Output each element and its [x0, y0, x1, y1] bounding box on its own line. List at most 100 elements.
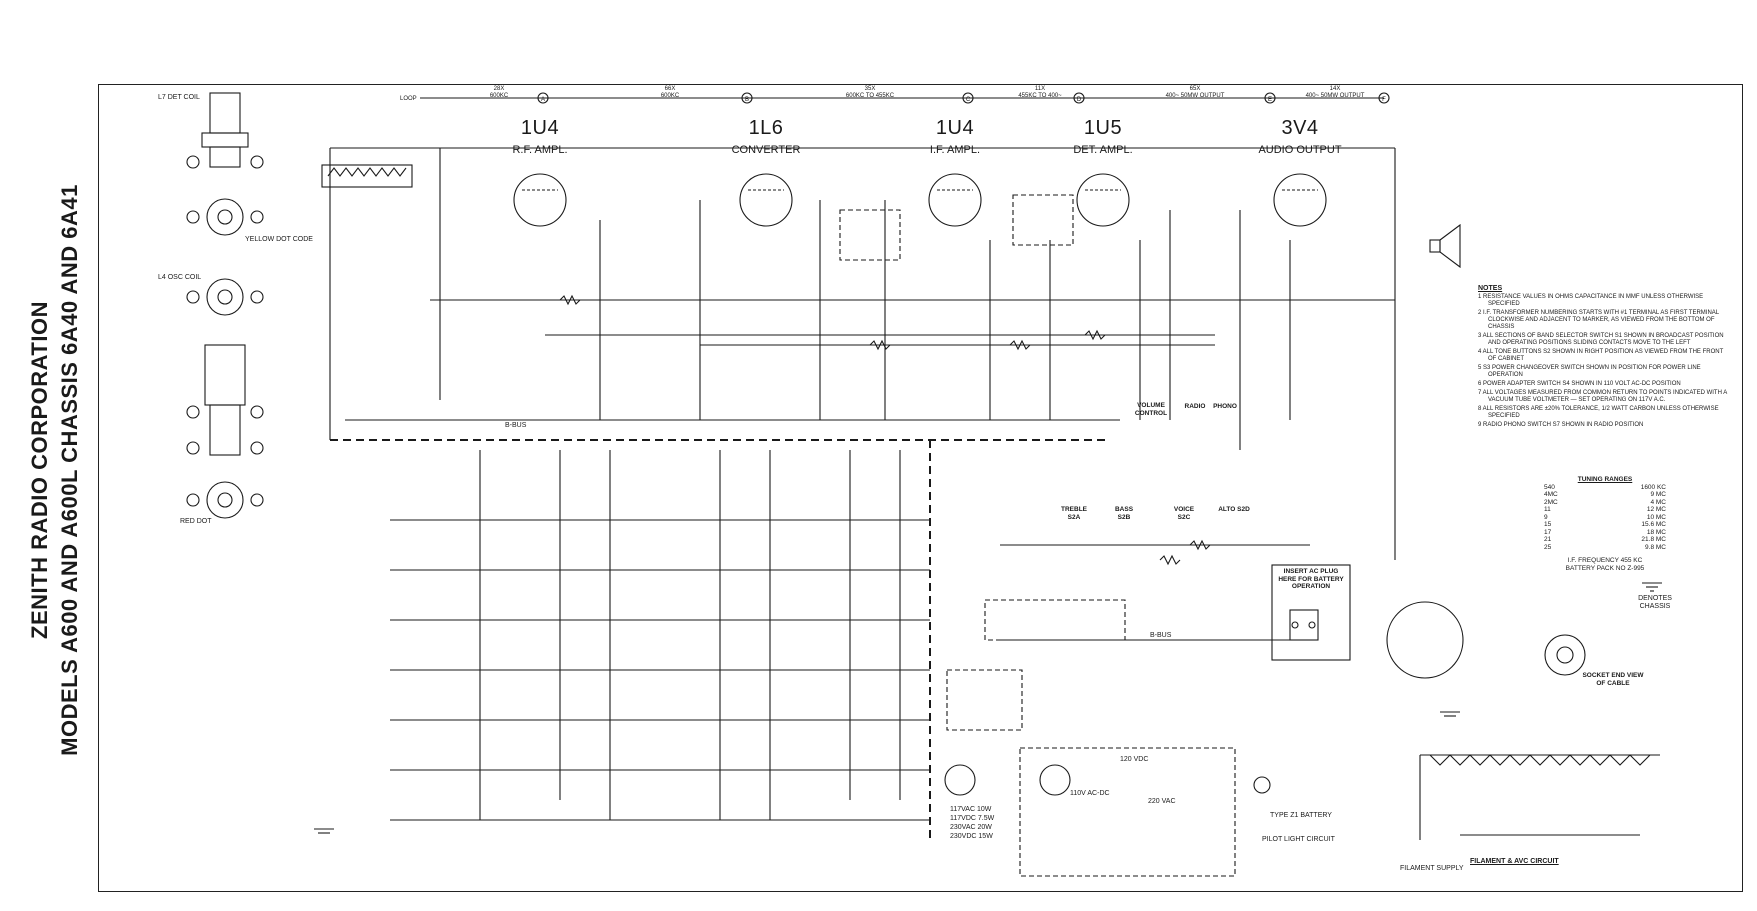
tuning-band: 540 [1544, 483, 1555, 491]
wiring [329, 147, 1396, 840]
b-bus-label-lower: B-BUS [1150, 632, 1172, 639]
tuning-freq: 1600 KC [1640, 483, 1666, 491]
note-item: 3 ALL SECTIONS OF BAND SELECTOR SWITCH S… [1478, 333, 1724, 346]
tuning-row: 21 21.8 MC [1530, 536, 1680, 544]
tube-type: 1U4 [935, 117, 975, 139]
tuning-band: 17 [1544, 528, 1552, 536]
battery-instruction: INSERT AC PLUG HERE FOR BATTERY OPERATIO… [1278, 568, 1344, 590]
tuning-freq: 9.8 MC [1645, 543, 1666, 551]
tube-function: I.F. AMPL. [929, 144, 981, 156]
gain-freq: 600KC [660, 93, 680, 99]
adapter-label-110: 110V AC-DC [1070, 790, 1110, 797]
gain-label-1: 28X 600KC [479, 86, 519, 100]
gain-value: 65X [1189, 86, 1201, 92]
tube-type: 1U4 [520, 117, 560, 139]
gain-label-6: 14X 400~ 50MW OUTPUT [1290, 86, 1380, 100]
tuning-freq: 4 MC [1650, 498, 1666, 506]
tube-rf-amp: 1U4 R.F. AMPL. [480, 117, 600, 156]
gain-label-3: 35X 600KC TO 455KC [830, 86, 910, 100]
note-item: 8 ALL RESISTORS ARE ±20% TOLERANCE, 1/2 … [1478, 406, 1719, 419]
tube-if-amp: 1U4 I.F. AMPL. [895, 117, 1015, 156]
tuning-row: 540 1600 KC [1530, 484, 1680, 492]
tuning-row: 4MC 9 MC [1530, 491, 1680, 499]
tuning-band: 25 [1544, 543, 1552, 551]
tube-type: 3V4 [1281, 117, 1319, 139]
gain-label-2: 66X 600KC [640, 86, 700, 100]
power-rating: 117VDC 7.5W [950, 815, 995, 822]
power-rating: 117VAC 10W [950, 806, 992, 813]
b-bus-label: B-BUS [505, 422, 527, 429]
radio-label: RADIO [1184, 403, 1206, 410]
tone-alto: ALTO S2D [1218, 506, 1250, 513]
gain-value: 35X [864, 86, 876, 92]
note-item: 2 I.F. TRANSFORMER NUMBERING STARTS WITH… [1478, 310, 1719, 330]
gain-point-letter: A [541, 97, 545, 103]
note-item: 9 RADIO PHONO SWITCH S7 SHOWN IN RADIO P… [1478, 422, 1644, 428]
adapter-label-120: 120 VDC [1120, 756, 1149, 763]
notes-title: NOTES [1478, 285, 1503, 292]
phono-label: PHONO [1213, 403, 1237, 410]
tuning-band: 15 [1544, 521, 1552, 528]
gain-point-letter: D [1077, 97, 1082, 103]
note-item: 7 ALL VOLTAGES MEASURED FROM COMMON RETU… [1478, 390, 1727, 403]
tuning-freq: 10 MC [1646, 513, 1666, 521]
tube-det-amp: 1U5 DET. AMPL. [1043, 117, 1163, 156]
tuning-row: 11 12 MC [1530, 506, 1680, 514]
tuning-freq: 15.6 MC [1641, 521, 1666, 528]
loop-antenna [321, 164, 413, 188]
tube-function: DET. AMPL. [1073, 144, 1133, 156]
gain-point-letter: B [745, 97, 749, 103]
gain-freq: 400~ 50MW OUTPUT [1165, 93, 1225, 99]
coil-socket-views [186, 92, 264, 519]
tuning-band: 4MC [1544, 491, 1558, 498]
tuning-freq: 9 MC [1650, 491, 1666, 498]
tuning-row: 25 9.8 MC [1530, 544, 1680, 552]
tone-bass: BASS S2B [1114, 506, 1134, 521]
tube-converter: 1L6 CONVERTER [706, 117, 826, 156]
tuning-title: TUNING RANGES [1577, 476, 1633, 483]
ground-symbols [314, 582, 1662, 834]
tone-voice: VOICE S2C [1173, 506, 1195, 521]
note-item: 4 ALL TONE BUTTONS S2 SHOWN IN RIGHT POS… [1478, 349, 1724, 362]
gain-value: 28X [493, 86, 505, 92]
coil-label-det: L7 DET COIL [158, 94, 200, 101]
gain-freq: 400~ 50MW OUTPUT [1305, 93, 1365, 99]
power-rating: 230VDC 15W [950, 833, 993, 840]
coil-label-yellow: YELLOW DOT CODE [245, 236, 313, 243]
gain-point-letter: C [966, 97, 971, 103]
coil-label-red: RED DOT [180, 518, 212, 525]
gain-freq: 600KC [489, 93, 509, 99]
tuning-freq: 12 MC [1646, 506, 1666, 513]
power-rating: 230VAC 20W [950, 824, 992, 831]
tuning-row: 15 15.6 MC [1530, 521, 1680, 529]
tuning-freq: 21.8 MC [1641, 536, 1666, 543]
pilot-light-circuit-label: PILOT LIGHT CIRCUIT [1262, 836, 1335, 843]
note-item: 6 POWER ADAPTER SWITCH S4 SHOWN IN 110 V… [1478, 381, 1681, 387]
gain-value: 14X [1329, 86, 1341, 92]
gain-label-5: 65X 400~ 50MW OUTPUT [1150, 86, 1240, 100]
enclosures [839, 194, 1236, 877]
gain-freq: 455KC TO 400~ [1018, 93, 1062, 99]
gain-strip: LOOP [400, 92, 1390, 104]
tube-audio-output: 3V4 AUDIO OUTPUT [1240, 117, 1360, 156]
tube-function: AUDIO OUTPUT [1258, 144, 1342, 156]
gain-value: 66X [664, 86, 676, 92]
gain-value: 11X [1034, 86, 1046, 92]
note-item: 1 RESISTANCE VALUES IN OHMS CAPACITANCE … [1478, 294, 1704, 307]
outlet-block [944, 564, 1586, 796]
loop-label: LOOP [400, 96, 417, 102]
tube-type: 1U5 [1083, 117, 1123, 139]
power-ratings: 117VAC 10W 117VDC 7.5W 230VAC 20W 230VDC… [950, 805, 994, 841]
coil-label-osc: L4 OSC COIL [158, 274, 202, 281]
tuning-band: 11 [1544, 506, 1551, 513]
tube-function: CONVERTER [731, 144, 801, 156]
gain-label-4: 11X 455KC TO 400~ [1000, 86, 1080, 100]
pilot-battery-label: TYPE Z1 BATTERY [1270, 812, 1332, 819]
volume-control-label: VOLUME CONTROL [1134, 402, 1168, 417]
tuning-row: 17 18 MC [1530, 529, 1680, 537]
tuning-band: 21 [1544, 536, 1552, 543]
tuning-freq: 18 MC [1646, 528, 1666, 536]
